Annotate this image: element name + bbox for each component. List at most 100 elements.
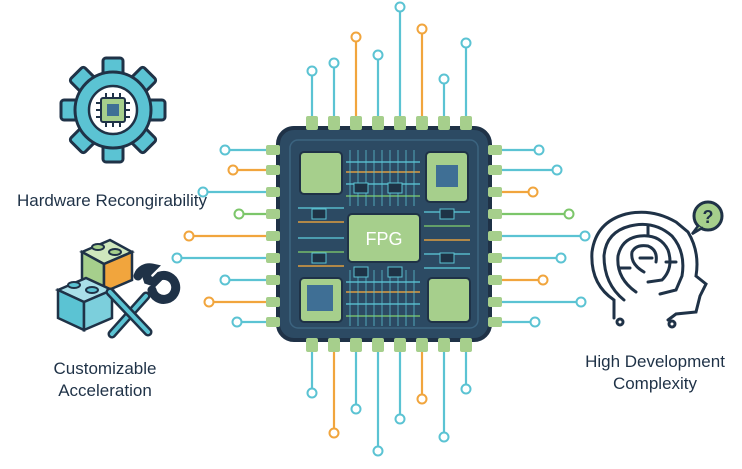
fpga-chip: FPG bbox=[276, 126, 492, 342]
pin-bottom bbox=[350, 338, 362, 352]
trace-terminal-bottom bbox=[350, 403, 362, 415]
gear-chip-pins bbox=[96, 93, 130, 127]
trace-terminal-left bbox=[233, 208, 245, 220]
trace-terminal-top bbox=[306, 65, 318, 77]
trace-terminal-bottom bbox=[328, 427, 340, 439]
trace-terminal-left bbox=[171, 252, 183, 264]
trace-terminal-left bbox=[219, 144, 231, 156]
trace-terminal-right bbox=[551, 164, 563, 176]
trace-terminal-top bbox=[460, 37, 472, 49]
trace-terminal-bottom bbox=[438, 431, 450, 443]
complexity-line-2: Complexity bbox=[612, 374, 698, 393]
trace-terminal-top bbox=[350, 31, 362, 43]
chip-pins bbox=[266, 116, 502, 352]
core-block-top-left bbox=[299, 151, 343, 195]
question-bubble bbox=[692, 200, 724, 232]
maze-ring-1 bbox=[602, 222, 685, 302]
pin-right bbox=[488, 317, 502, 327]
block-blue bbox=[54, 276, 116, 332]
pin-right bbox=[488, 253, 502, 263]
pin-top bbox=[350, 116, 362, 130]
pin-bottom bbox=[460, 338, 472, 352]
trace-terminal-left bbox=[231, 316, 243, 328]
core-block-bottom-right bbox=[427, 277, 471, 323]
block-green bbox=[79, 238, 135, 295]
complexity-line-1: High Development bbox=[585, 352, 725, 371]
pin-left bbox=[266, 165, 280, 175]
trace-terminal-right bbox=[533, 144, 545, 156]
feature-label-high-development-complexity: High Development Complexity bbox=[572, 351, 738, 395]
pin-bottom bbox=[394, 338, 406, 352]
chip-component bbox=[387, 182, 403, 194]
maze-outer bbox=[590, 210, 708, 322]
pin-right bbox=[488, 165, 502, 175]
chip-component bbox=[387, 266, 403, 278]
trace-terminal-top bbox=[328, 57, 340, 69]
trace-terminal-right bbox=[575, 296, 587, 308]
trace-terminal-right bbox=[529, 316, 541, 328]
pin-left bbox=[266, 297, 280, 307]
chip-label: FPG bbox=[365, 229, 402, 249]
trace-terminal-bottom bbox=[394, 413, 406, 425]
pin-top bbox=[372, 116, 384, 130]
trace-terminal-right bbox=[579, 230, 591, 242]
trace-terminal-right bbox=[563, 208, 575, 220]
pin-top bbox=[460, 116, 472, 130]
trace-terminal-right bbox=[537, 274, 549, 286]
trace-terminal-bottom bbox=[416, 393, 428, 405]
chip-component bbox=[439, 208, 455, 220]
core-die-bottom-left bbox=[307, 285, 333, 311]
pin-bottom bbox=[328, 338, 340, 352]
chip-inner-border bbox=[289, 139, 479, 329]
pin-left bbox=[266, 231, 280, 241]
pin-left bbox=[266, 317, 280, 327]
feature-label-customizable-acceleration: Customizable Acceleration bbox=[40, 358, 170, 402]
wrench bbox=[105, 263, 181, 339]
trace-terminal-left bbox=[219, 274, 231, 286]
trace-terminal-left bbox=[183, 230, 195, 242]
gear-chip-icon bbox=[59, 56, 167, 164]
pin-top bbox=[328, 116, 340, 130]
pin-bottom bbox=[416, 338, 428, 352]
trace-terminal-bottom bbox=[372, 445, 384, 457]
pin-bottom bbox=[372, 338, 384, 352]
pin-top bbox=[306, 116, 318, 130]
trace-terminal-bottom bbox=[460, 383, 472, 395]
trace-terminal-top bbox=[394, 1, 406, 13]
gear-teeth bbox=[59, 56, 167, 164]
trace-terminal-right bbox=[555, 252, 567, 264]
question-mark: ? bbox=[703, 207, 714, 227]
pin-bottom bbox=[438, 338, 450, 352]
pin-top bbox=[438, 116, 450, 130]
trace-terminal-top bbox=[438, 73, 450, 85]
chip-internal-circuitry bbox=[298, 150, 470, 326]
pin-top bbox=[416, 116, 428, 130]
trace-terminal-left bbox=[227, 164, 239, 176]
chip-component bbox=[311, 252, 327, 264]
maze-spur bbox=[618, 224, 678, 270]
trace-terminal-bottom bbox=[306, 387, 318, 399]
pin-right bbox=[488, 209, 502, 219]
pin-right bbox=[488, 231, 502, 241]
pin-left bbox=[266, 253, 280, 263]
trace-terminal-right bbox=[527, 186, 539, 198]
chip-component bbox=[353, 182, 369, 194]
pin-left bbox=[266, 187, 280, 197]
core-die-top-right bbox=[436, 165, 458, 187]
maze-question-icon bbox=[590, 200, 724, 329]
chip-component bbox=[439, 252, 455, 264]
pin-left bbox=[266, 145, 280, 155]
maze-ring-3 bbox=[630, 244, 658, 274]
chip-component bbox=[311, 208, 327, 220]
center-core bbox=[347, 213, 421, 263]
gear-chip-die bbox=[107, 104, 119, 116]
pin-right bbox=[488, 275, 502, 285]
pin-bottom bbox=[306, 338, 318, 352]
trace-terminal-left bbox=[197, 186, 209, 198]
trace-terminal-top bbox=[416, 23, 428, 35]
acceleration-line-2: Acceleration bbox=[58, 381, 152, 400]
feature-label-hardware-reconfigurability: Hardware Recongirability bbox=[6, 190, 218, 212]
pin-left bbox=[266, 275, 280, 285]
acceleration-line-1: Customizable bbox=[53, 359, 157, 378]
